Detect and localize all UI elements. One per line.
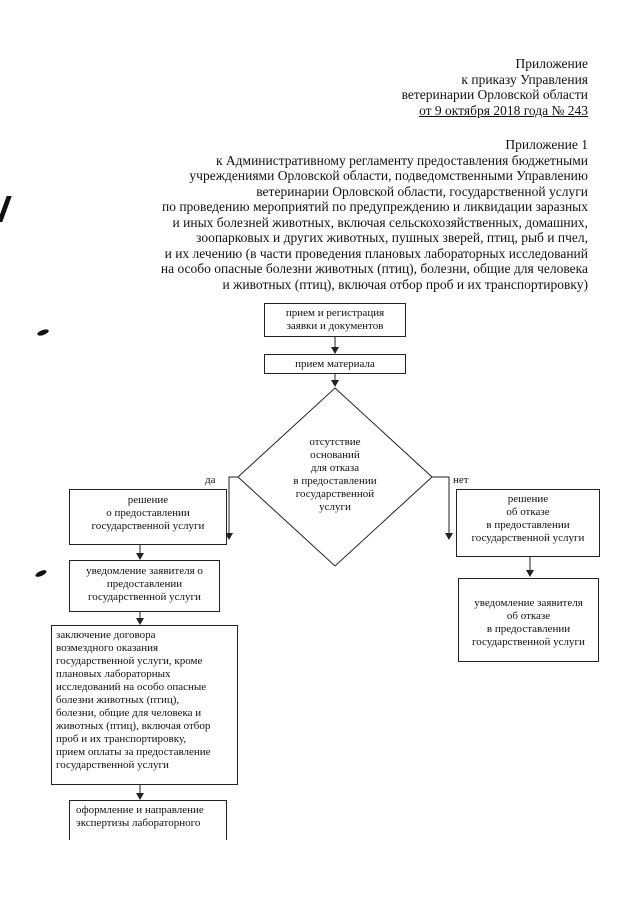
appendix-line-3: ветеринарии Орловской области, государст… xyxy=(256,183,588,199)
box-notify-grant: уведомление заявителя о предоставлении г… xyxy=(69,560,220,612)
appendix-line-6: зоопарковых и других животных, пушных зв… xyxy=(196,230,588,245)
box-material: прием материала xyxy=(264,354,406,374)
arrow-no-branch xyxy=(432,476,453,540)
header-line-order: к приказу Управления xyxy=(461,71,588,87)
appendix-line-4: по проведению мероприятий по предупрежде… xyxy=(161,199,588,214)
header-line-date: от 9 октября 2018 года № 243 xyxy=(419,102,588,118)
label-no: нет xyxy=(453,474,469,486)
appendix-line-2: учреждениями Орловской области, подведом… xyxy=(189,168,588,183)
header-line-department: ветеринарии Орловской области xyxy=(401,87,588,102)
decision-text: отсутствие оснований для отказа в предос… xyxy=(293,436,377,513)
label-yes: да xyxy=(205,474,216,486)
appendix-line-9: и животных (птиц), включая отбор проб и … xyxy=(222,276,588,292)
appendix-line-0: Приложение 1 xyxy=(505,137,588,152)
appendix-header: Приложение 1 к Административному регламе… xyxy=(161,137,588,292)
header-line-appendix: Приложение xyxy=(515,56,588,71)
box-contract: заключение договора возмездного оказания… xyxy=(51,625,238,785)
appendix-line-5: и иных болезней животных, включая сельск… xyxy=(172,214,588,230)
order-header: Приложение к приказу Управления ветерина… xyxy=(402,56,588,118)
appendix-line-8: на особо опасные болезни животных (птиц)… xyxy=(160,261,588,276)
appendix-line-1: к Административному регламенту предостав… xyxy=(215,152,588,168)
box-decision-grant: решение о предоставлении государственной… xyxy=(69,489,227,545)
box-notify-refuse: уведомление заявителя об отказе в предос… xyxy=(458,578,599,662)
appendix-line-7: и их лечению (в части проведения плановы… xyxy=(164,245,588,261)
arrow-yes-branch xyxy=(225,476,238,540)
box-expertise: оформление и направление экспертизы лабо… xyxy=(69,800,227,840)
decision-diamond xyxy=(237,387,433,567)
box-reception: прием и регистрация заявки и документов xyxy=(264,303,406,337)
box-decision-refuse: решение об отказе в предоставлении госуд… xyxy=(456,489,600,557)
